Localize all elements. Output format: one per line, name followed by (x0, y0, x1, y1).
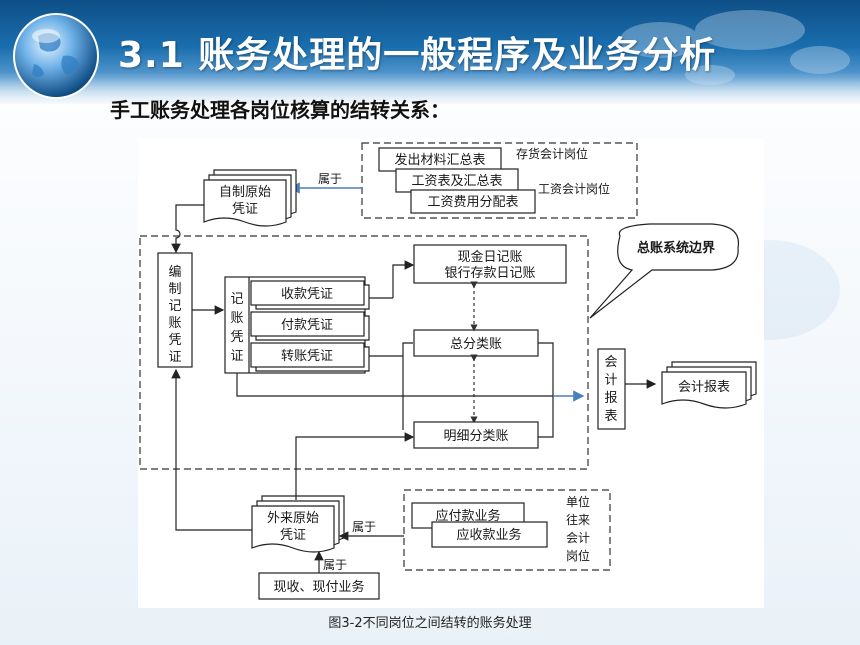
svg-text:记: 记 (168, 299, 181, 314)
reports-box: 会 计 报 表 (597, 348, 626, 430)
svg-text:凭证: 凭证 (280, 528, 306, 543)
svg-text:现收、现付业务: 现收、现付业务 (273, 579, 364, 595)
subtitle: 手工账务处理各岗位核算的结转关系： (110, 98, 450, 122)
svg-text:记: 记 (230, 292, 243, 307)
general-ledger-box: 总分类账 (413, 329, 539, 357)
svg-text:制: 制 (168, 282, 181, 297)
svg-text:计: 计 (604, 373, 617, 388)
svg-text:外来原始: 外来原始 (267, 511, 319, 526)
general-ledger-boundary (139, 235, 589, 470)
svg-text:编: 编 (168, 265, 181, 280)
svg-text:报: 报 (604, 391, 617, 406)
svg-text:应付款业务: 应付款业务 (435, 508, 500, 524)
svg-text:表: 表 (604, 409, 617, 424)
svg-text:自制原始: 自制原始 (219, 185, 271, 200)
compile-voucher-box: 编 制 记 账 凭 证 (157, 252, 193, 368)
svg-text:凭: 凭 (230, 330, 243, 345)
svg-text:账: 账 (230, 311, 243, 326)
svg-text:凭: 凭 (168, 333, 181, 348)
globe-icon (13, 13, 99, 99)
bracket-ledgers (538, 342, 554, 438)
payroll-post-label: 工资会计岗位 (538, 181, 610, 196)
svg-text:应收款业务: 应收款业务 (456, 527, 521, 543)
svg-text:工资费用分配表: 工资费用分配表 (427, 195, 518, 210)
svg-text:证: 证 (168, 350, 181, 365)
svg-text:总账系统边界: 总账系统边界 (637, 240, 715, 256)
svg-text:付款凭证: 付款凭证 (281, 318, 333, 333)
svg-text:工资表及汇总表: 工资表及汇总表 (411, 174, 502, 189)
svg-text:会: 会 (604, 355, 617, 370)
svg-text:明细分类账: 明细分类账 (443, 429, 508, 444)
dept-label-3: 会计 (566, 531, 590, 545)
inventory-payroll-group (361, 142, 638, 219)
svg-text:凭证: 凭证 (232, 202, 258, 217)
cash-business-box: 现收、现付业务 (258, 572, 380, 600)
svg-text:会计报表: 会计报表 (678, 380, 730, 395)
svg-text:收款凭证: 收款凭证 (281, 287, 333, 302)
transfer-voucher: 转账凭证 (250, 342, 370, 372)
line-voucher-to-gl (369, 342, 413, 357)
boundary-callout: 总账系统边界 (589, 223, 740, 319)
payment-voucher: 付款凭证 (250, 311, 370, 341)
page-title: 3.1 账务处理的一般程序及业务分析 (118, 35, 717, 76)
receivable-payable-group (403, 489, 611, 571)
doc-payroll-allocation: 工资费用分配表 (410, 189, 536, 214)
dept-label-1: 单位 (566, 494, 590, 509)
world-map-decoration (620, 10, 850, 85)
belongs-label-top: 属于 (318, 172, 342, 186)
svg-text:发出材料汇总表: 发出材料汇总表 (394, 152, 485, 168)
svg-text:转账凭证: 转账凭证 (281, 349, 333, 364)
svg-text:银行存款日记账: 银行存款日记账 (444, 266, 535, 281)
receipt-voucher: 收款凭证 (250, 280, 370, 310)
arrow-external-to-compile (171, 368, 252, 531)
header-glow (0, 72, 860, 112)
detail-ledger-box: 明细分类账 (413, 421, 539, 449)
dept-label-2: 往来 (566, 512, 590, 527)
dept-label-4: 岗位 (566, 548, 590, 563)
doc-material-summary: 发出材料汇总表 (378, 147, 502, 172)
belongs-label-bottom: 属于 (323, 558, 347, 572)
figure-caption: 图3-2不同岗位之间结转的账务处理 (328, 616, 532, 631)
doc-receivables: 应收款业务 (431, 521, 548, 548)
belongs-label-right: 属于 (352, 520, 376, 534)
svg-text:证: 证 (230, 349, 243, 364)
svg-text:账: 账 (168, 316, 181, 331)
svg-text:总分类账: 总分类账 (450, 337, 502, 352)
external-voucher: 外来原始 凭证 (251, 495, 345, 553)
inventory-post-label: 存货会计岗位 (516, 146, 588, 161)
accounting-reports-doc: 会计报表 (661, 361, 757, 409)
journals-box: 现金日记账 银行存款日记账 (413, 244, 567, 284)
doc-payroll-summary: 工资表及汇总表 (395, 168, 519, 193)
self-made-voucher: 自制原始 凭证 (203, 169, 297, 227)
svg-text:现金日记账: 现金日记账 (457, 249, 522, 265)
arrow-external-to-detail (295, 432, 415, 500)
arrow-self-to-compile (171, 204, 204, 254)
